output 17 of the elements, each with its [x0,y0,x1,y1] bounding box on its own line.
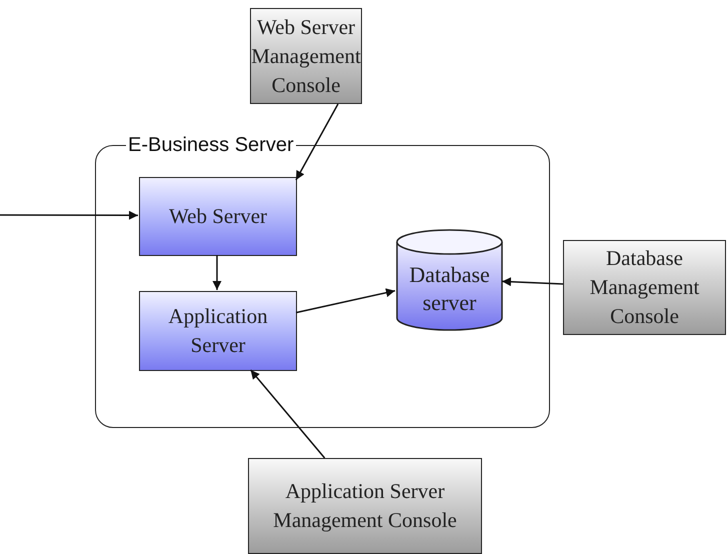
arrow [502,277,564,286]
process-box [139,291,297,371]
console-box [563,240,726,335]
database-cylinder [396,229,503,331]
arrow [296,288,396,314]
arrow [295,104,339,180]
arrow [250,370,326,458]
node-label: Database Management Console [588,245,700,330]
node-label: Application Server Management Console [272,478,458,534]
console-box [248,458,482,554]
node-label: Database server [408,261,491,317]
process-box [139,177,297,256]
arrow [212,255,222,290]
node-label: Web Server [168,203,268,230]
node-label: Application Server [167,303,269,359]
arrow [0,210,138,220]
node-label: Web Server Management Console [251,14,361,98]
